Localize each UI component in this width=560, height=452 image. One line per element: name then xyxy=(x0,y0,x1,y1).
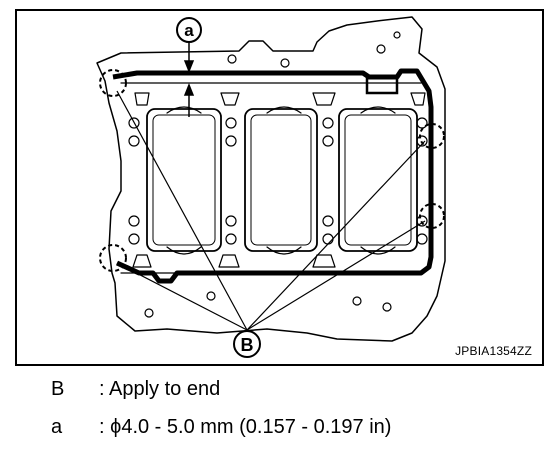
cylinder-block-diagram: a B xyxy=(96,16,446,358)
end-point-circle xyxy=(419,203,445,229)
end-point-circle xyxy=(99,244,127,272)
bay-1 xyxy=(146,108,222,252)
reference-code: JPBIA1354ZZ xyxy=(455,344,532,358)
callout-b-label: B xyxy=(241,335,254,355)
bay-3 xyxy=(338,108,418,252)
legend-key: B xyxy=(51,378,65,400)
legend-description: : ϕ4.0 - 5.0 mm (0.157 - 0.197 in) xyxy=(99,416,392,438)
end-point-circle xyxy=(419,123,445,149)
figure-frame: a B JPBIA1354ZZ xyxy=(15,9,544,366)
legend-key: a xyxy=(51,416,63,438)
legend-description: : Apply to end xyxy=(99,378,221,400)
bay-2 xyxy=(244,108,318,252)
end-point-circle xyxy=(99,69,127,97)
callout-a-label: a xyxy=(184,21,194,40)
liquid-gasket-bead xyxy=(112,68,434,284)
block-outline xyxy=(96,16,446,342)
callout-b: B xyxy=(233,330,261,358)
callout-a: a xyxy=(176,17,202,43)
